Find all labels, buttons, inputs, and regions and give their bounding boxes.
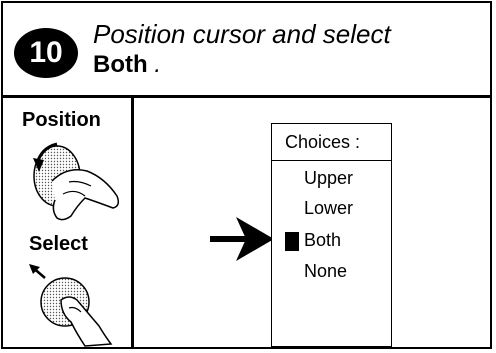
menu-item-both[interactable]: Both <box>304 230 342 250</box>
instruction-target: Both <box>93 51 148 78</box>
menu-title: Choices : <box>272 124 391 161</box>
choices-menu: Choices : Upper Lower Both None <box>271 123 392 347</box>
right-arrow-icon <box>210 217 274 261</box>
instruction-header: 10 Position cursor and select Both . <box>3 3 490 98</box>
menu-item-lower[interactable]: Lower <box>304 198 354 218</box>
control-column: Position Select <box>3 98 134 348</box>
select-label: Select <box>29 233 88 255</box>
menu-item-none[interactable]: None <box>304 261 348 281</box>
menu-item-upper[interactable]: Upper <box>304 168 354 188</box>
instruction-card: 10 Position cursor and select Both . Pos… <box>1 1 492 349</box>
instruction-line-2: Both . <box>93 51 161 79</box>
rotary-knob-turn-icon <box>33 142 120 221</box>
step-number-badge: 10 <box>14 28 78 78</box>
instruction-period: . <box>147 51 161 78</box>
block-cursor-icon <box>285 232 299 251</box>
instruction-line-1: Position cursor and select <box>93 19 391 49</box>
position-label: Position <box>22 109 101 131</box>
rotary-knob-press-icon <box>29 264 113 347</box>
